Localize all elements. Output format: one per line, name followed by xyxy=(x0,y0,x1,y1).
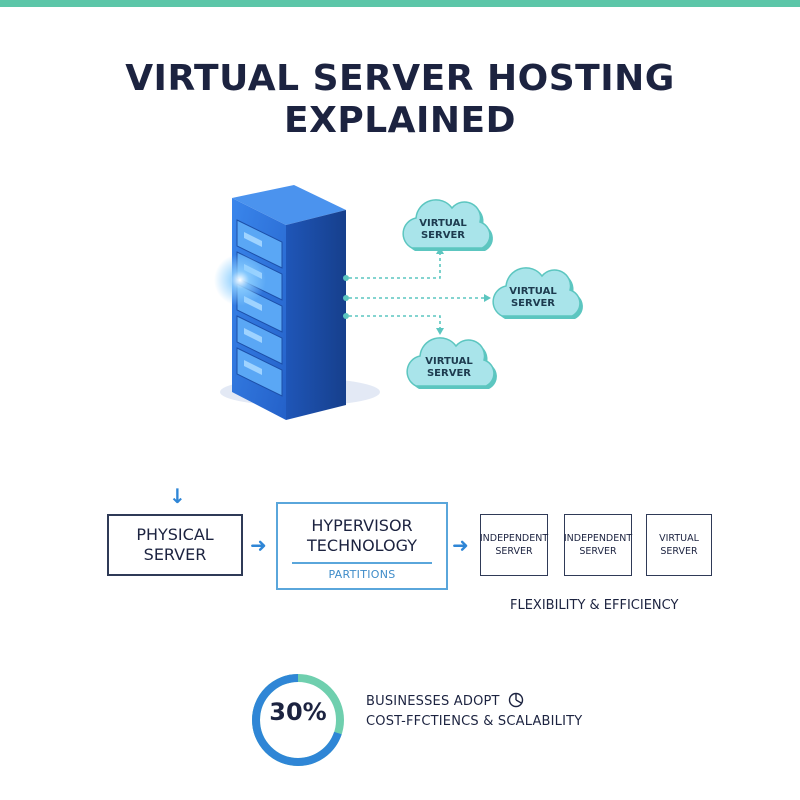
cloud-label-2: VIRTUAL SERVER xyxy=(488,286,578,310)
cloud-label-3-line1: VIRTUAL xyxy=(425,356,473,367)
output-1-line1: INDEPENDENT xyxy=(479,533,549,544)
output-box-1: INDEPENDENT SERVER xyxy=(480,514,548,576)
hypervisor-line2: TECHNOLOGY xyxy=(307,536,417,555)
progress-ring xyxy=(252,674,344,766)
physical-server-line2: SERVER xyxy=(143,545,207,564)
stat-description: BUSINESSES ADOPT COST-FFCTIENCS & SCALAB… xyxy=(366,692,582,732)
server-illustration xyxy=(214,185,583,420)
output-2-line1: INDEPENDENT xyxy=(563,533,633,544)
right-arrow-icon-1: ➜ xyxy=(250,533,267,557)
output-box-2: INDEPENDENT SERVER xyxy=(564,514,632,576)
cloud-label-2-line1: VIRTUAL xyxy=(509,286,557,297)
stat-line1: BUSINESSES ADOPT xyxy=(366,694,500,709)
cloud-label-3: VIRTUAL SERVER xyxy=(404,356,494,380)
hypervisor-box: HYPERVISOR TECHNOLOGY PARTITIONS xyxy=(276,502,448,590)
physical-server-line1: PHYSICAL xyxy=(136,525,214,544)
cloud-label-3-line2: SERVER xyxy=(426,368,471,379)
title-line-1: VIRTUAL SERVER HOSTING xyxy=(125,58,675,99)
hypervisor-line1: HYPERVISOR xyxy=(311,516,413,535)
hypervisor-partitions-label: PARTITIONS xyxy=(328,567,396,581)
physical-server-box: PHYSICAL SERVER xyxy=(107,514,243,576)
page-title: VIRTUAL SERVER HOSTING EXPLAINED xyxy=(0,58,800,142)
cloud-label-1-line2: SERVER xyxy=(420,230,465,241)
stat-percent: 30% xyxy=(269,698,327,726)
output-2-line2: SERVER xyxy=(579,546,617,557)
cloud-icon-1 xyxy=(402,199,493,251)
right-arrow-icon-2: ➜ xyxy=(452,533,469,557)
output-3-line1: VIRTUAL xyxy=(659,533,699,544)
output-1-line2: SERVER xyxy=(495,546,533,557)
top-accent-bar xyxy=(0,0,800,7)
title-line-2: EXPLAINED xyxy=(283,100,517,141)
pie-chart-icon xyxy=(508,692,524,708)
stat-line2: COST-FFCTIENCS & SCALABILITY xyxy=(366,714,583,729)
cloud-label-1-line1: VIRTUAL xyxy=(419,218,467,229)
output-3-line2: SERVER xyxy=(660,546,698,557)
output-box-3: VIRTUAL SERVER xyxy=(646,514,712,576)
cloud-label-2-line2: SERVER xyxy=(510,298,555,309)
hypervisor-divider xyxy=(292,562,432,564)
down-arrow-icon: ↓ xyxy=(169,484,186,508)
cloud-label-1: VIRTUAL SERVER xyxy=(398,218,488,242)
cloud-icon-2 xyxy=(492,267,583,319)
server-rack-icon xyxy=(214,185,380,420)
cloud-icon-3 xyxy=(406,337,497,389)
flexibility-caption: FLEXIBILITY & EFFICIENCY xyxy=(510,598,679,613)
